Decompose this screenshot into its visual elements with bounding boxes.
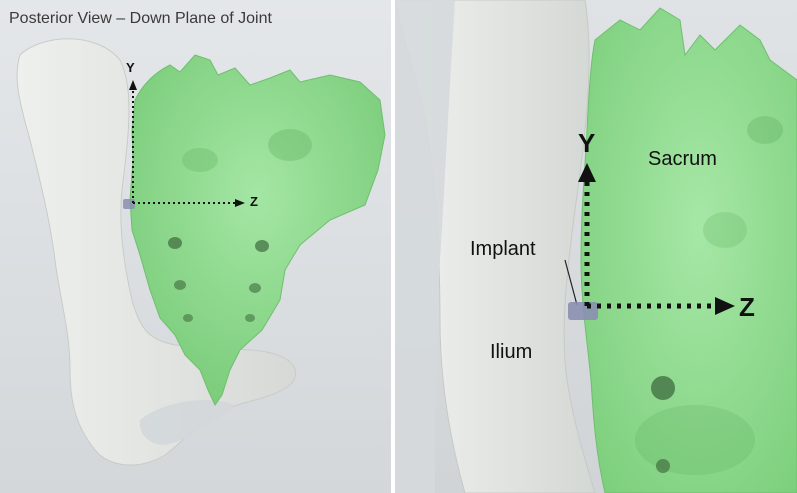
left-panel-title: Posterior View – Down Plane of Joint (9, 10, 272, 28)
foramen-right (651, 376, 675, 400)
implant-label: Implant (470, 238, 536, 261)
sacrum-label: Sacrum (648, 148, 717, 171)
y-axis-label-right: Y (578, 128, 595, 159)
ilium-label: Ilium (490, 341, 532, 364)
left-panel-posterior-view: Posterior View – Down Plane of Joint Y Z (0, 0, 391, 493)
y-axis-label-left: Y (126, 60, 135, 75)
z-axis-label-right: Z (739, 292, 755, 323)
left-anatomy-render (0, 0, 391, 493)
implant-marker-right (568, 302, 598, 320)
right-panel-zoomed-view: Y Z Sacrum Implant Ilium (395, 0, 797, 493)
right-anatomy-render (395, 0, 797, 493)
z-axis-label-left: Z (250, 194, 258, 209)
